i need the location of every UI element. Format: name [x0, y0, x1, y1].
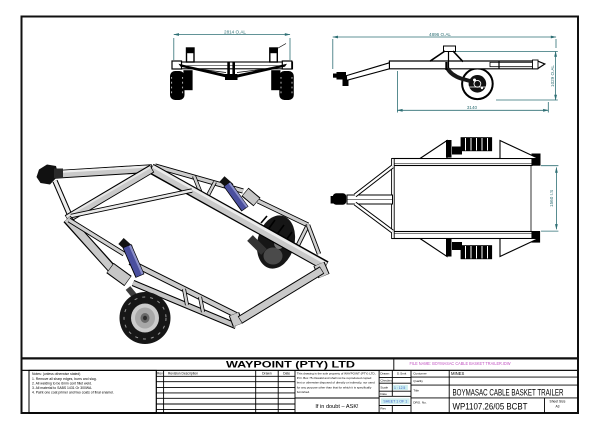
svg-text:1. Remove all sharp edges, bur: 1. Remove all sharp edges, burrs and sla…	[32, 377, 97, 381]
svg-text:Checked: Checked	[380, 378, 392, 382]
svg-text:This drawing is the sole prope: This drawing is the sole property of WAY…	[297, 371, 376, 375]
svg-text:BOYMASAC CABLE BASKET TRAILER: BOYMASAC CABLE BASKET TRAILER	[453, 387, 564, 397]
svg-text:2. All welding to be 6mm cont: 2. All welding to be 6mm cont fillet wel…	[32, 381, 92, 385]
svg-text:Drawn: Drawn	[262, 372, 272, 376]
svg-text:3140: 3140	[467, 105, 478, 110]
svg-text:A3: A3	[555, 405, 559, 409]
svg-text:1560 I.S: 1560 I.S	[549, 190, 554, 207]
svg-text:for any purpose other than tha: for any purpose other than that for whic…	[297, 385, 372, 389]
svg-text:Sheet Size: Sheet Size	[550, 400, 566, 404]
svg-text:WP1107.26/05 BCBT: WP1107.26/05 BCBT	[453, 401, 528, 411]
svg-text:1 : 12.5: 1 : 12.5	[394, 386, 405, 390]
svg-text:SHEET 1 OF 1: SHEET 1 OF 1	[383, 400, 407, 404]
svg-text:4896 O.AL: 4896 O.AL	[429, 32, 451, 37]
svg-text:Quality: Quality	[413, 379, 423, 383]
svg-text:MINES: MINES	[451, 371, 464, 376]
svg-text:Customer: Customer	[413, 372, 426, 376]
svg-text:WAYPOINT (PTY) LTD: WAYPOINT (PTY) LTD	[226, 359, 355, 369]
svg-text:4. Paint one coat primer and t: 4. Paint one coat primer and two coats o…	[32, 390, 114, 394]
svg-text:Revision Description: Revision Description	[168, 372, 198, 376]
svg-text:2814 O.AL: 2814 O.AL	[224, 30, 246, 35]
svg-text:D.Smit: D.Smit	[397, 372, 406, 376]
svg-text:1029 O.AL: 1029 O.AL	[550, 65, 555, 87]
svg-text:Drawn: Drawn	[380, 372, 389, 376]
svg-text:Title: Title	[413, 388, 419, 392]
svg-text:Scale: Scale	[380, 386, 388, 390]
svg-text:lent or otherwise disposed of: lent or otherwise disposed of directly o…	[297, 381, 375, 385]
svg-text:furnished.: furnished.	[297, 390, 310, 394]
svg-text:FILE NAME: BOYMASAC CABLE BASK: FILE NAME: BOYMASAC CABLE BASKET TRAILER…	[410, 361, 511, 366]
svg-text:Rev: Rev	[380, 407, 386, 411]
svg-text:DRG. No.: DRG. No.	[413, 401, 427, 405]
svg-text:3. All material to SABS 1431 G: 3. All material to SABS 1431 Gr 300WA.	[32, 386, 92, 390]
svg-text:Notes: (unless otherwise stat: Notes: (unless otherwise stated)	[32, 372, 80, 376]
svg-text:Rev: Rev	[157, 372, 163, 376]
svg-text:If in doubt – ASK!: If in doubt – ASK!	[315, 404, 359, 410]
svg-text:Date: Date	[283, 372, 290, 376]
svg-text:P.O. Box 75-Oswald and shall n: P.O. Box 75-Oswald and shall not be repr…	[297, 376, 372, 380]
svg-text:Date: Date	[380, 392, 387, 396]
